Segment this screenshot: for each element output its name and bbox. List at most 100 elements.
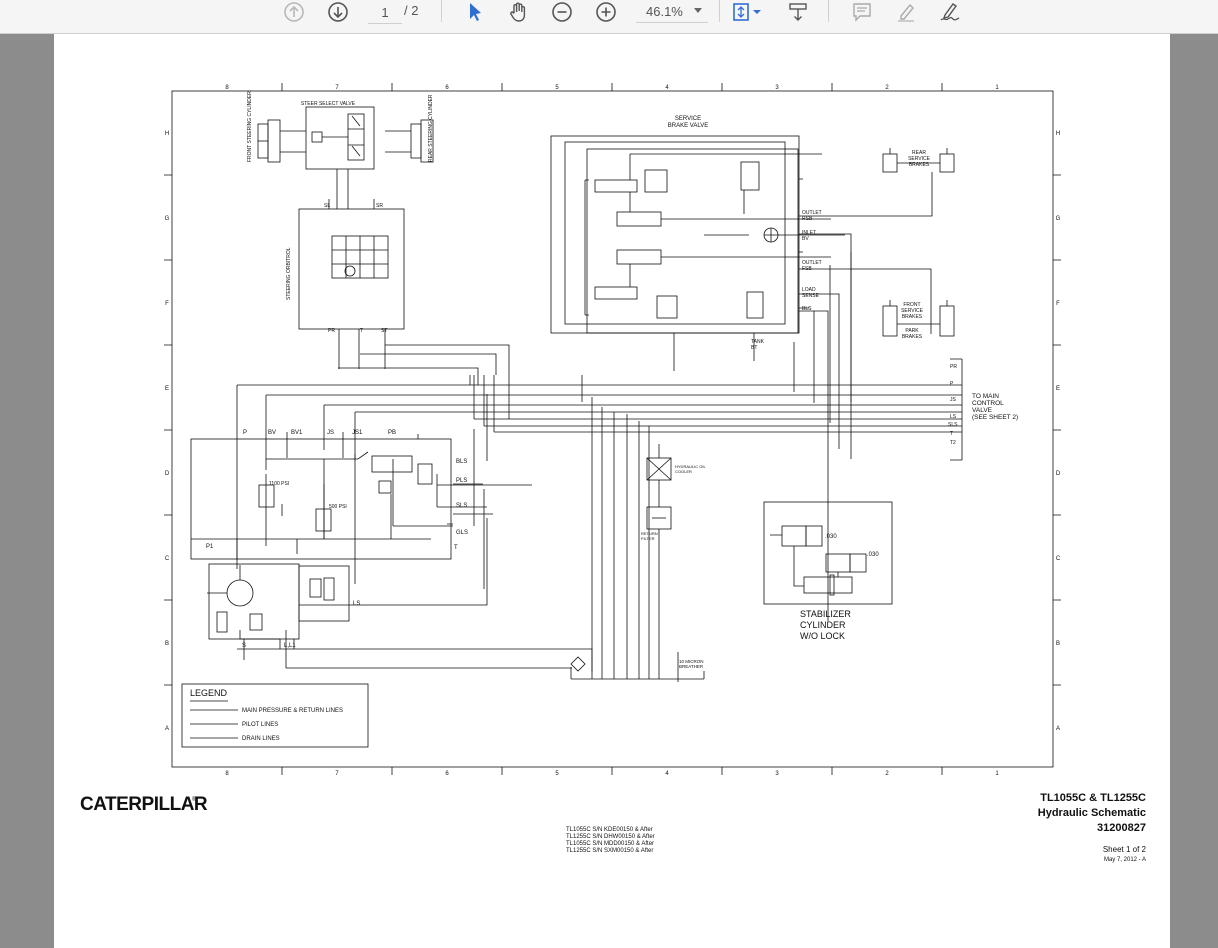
right-port-pr: PR [950,364,957,370]
model-title: TL1055C & TL1255C [1040,792,1146,804]
grid-col-7: 7 [335,85,339,91]
right-port-t: T [950,431,953,437]
port-pls: PLS [456,478,467,484]
page-down-icon[interactable] [326,0,350,24]
grid-row-d-right: D [1056,471,1061,477]
front-steering-cylinder-label: FRONT STEERING CYLINDER [247,91,253,162]
legend-item-drain: DRAIN LINES [242,736,280,742]
to-main-control-2: CONTROL [972,400,1004,407]
download-icon[interactable] [786,0,810,24]
serial-line-3: TL1055C S/N MDD00150 & After [566,841,654,847]
chevron-down-icon [694,8,702,13]
outlet-rsb-1: OUTLET [802,210,822,216]
port-st: ST [381,328,387,334]
hand-tool-icon[interactable] [506,0,530,24]
page-number-input[interactable] [368,1,402,24]
stabilizer-label-2: CYLINDER [800,620,846,630]
right-port-sls: SLS [948,422,958,428]
grid-row-e: E [165,386,169,392]
relief-1100-label: 1100 PSI [269,481,289,487]
sign-icon[interactable] [938,0,962,24]
grid-col-2: 2 [885,85,889,91]
schematic-title: Hydraulic Schematic [1038,807,1146,819]
document-viewer[interactable]: 8 7 6 5 4 3 2 1 8 7 6 5 4 3 2 1 H G F E [0,34,1218,948]
front-brakes-label-2: SERVICE [901,308,924,314]
pdf-toolbar: / 2 46.1% [0,0,1218,34]
zoom-out-icon[interactable] [550,0,574,24]
tank-label-1: TANK [751,339,765,345]
port-pb: PB [388,430,396,436]
grid-row-e-right: E [1056,386,1060,392]
grid-row-d: D [165,471,170,477]
port-js1: JS1 [352,430,363,436]
steering-orbitrol-label: STEERING ORBITROL [286,247,292,300]
grid-col-4: 4 [665,85,669,91]
grid-col-6: 6 [445,85,449,91]
grid-row-f-right: F [1056,301,1060,307]
front-brakes-label-1: FRONT [903,302,920,308]
port-t-orbitrol: T [360,328,363,334]
grid-row-h: H [165,131,169,137]
grid-row-b-right: B [1056,641,1060,647]
breather-label-2: BREATHER [679,664,704,669]
grid-col-1: 1 [995,85,999,91]
port-p: P [243,430,247,436]
legend-title: LEGEND [190,688,228,698]
bls-label: BLS [802,306,812,312]
right-port-t2: T2 [950,440,956,446]
hydraulic-schematic: 8 7 6 5 4 3 2 1 8 7 6 5 4 3 2 1 H G F E [80,83,1147,863]
service-brake-valve-label-1: SERVICE [675,116,701,122]
orifice-030-b: .030 [867,552,879,558]
grid-row-h-right: H [1056,131,1060,137]
grid-row-f: F [165,301,169,307]
grid-row-g-right: G [1056,216,1061,222]
grid-col-6-bottom: 6 [445,771,449,777]
document-number: 31200827 [1097,822,1146,834]
to-main-control-1: TO MAIN [972,393,999,400]
tank-label-2: BT [751,345,757,351]
load-sense-1: LOAD [802,287,816,293]
grid-row-g: G [165,216,170,222]
grid-col-1-bottom: 1 [995,771,999,777]
port-s: S [242,643,246,649]
fit-page-icon[interactable] [729,0,765,24]
grid-row-c: C [165,556,170,562]
steer-select-valve-label: STEER SELECT VALVE [301,101,356,107]
relief-500-label: 500 PSI [329,504,347,510]
port-bls: BLS [456,459,467,465]
port-sl: SL [324,203,330,209]
outlet-rsb-2: RSB [802,216,813,222]
legend-item-main: MAIN PRESSURE & RETURN LINES [242,708,343,714]
load-sense-2: SENSE [802,293,820,299]
grid-col-5-bottom: 5 [555,771,559,777]
port-js: JS [327,430,334,436]
highlight-icon[interactable] [894,0,918,24]
page-up-icon[interactable] [282,0,306,24]
right-port-ls: LS [950,414,957,420]
select-pointer-icon[interactable] [463,0,487,24]
port-p1: P1 [206,544,214,550]
rear-brakes-label-2: SERVICE [908,156,931,162]
port-pr: PR [328,328,335,334]
return-filter-label-1: RETURN [641,531,658,536]
cooler-label-1: HYDRAULIC OIL [675,464,706,469]
grid-row-c-right: C [1056,556,1061,562]
page-total: / 2 [404,3,419,18]
comment-icon[interactable] [850,0,874,24]
right-port-p: P [950,381,954,387]
park-brakes-label-1: PARK [905,328,919,334]
cooler-label-2: COOLER [675,469,692,474]
stabilizer-label-3: W/O LOCK [800,631,845,641]
port-t: T [454,545,458,551]
outlet-fsb-2: FSB [802,266,812,272]
serial-line-1: TL1055C S/N KDE00150 & After [566,827,653,833]
grid-row-b: B [165,641,169,647]
inlet-bv-1: INLET [802,230,816,236]
legend-item-pilot: PILOT LINES [242,722,278,728]
zoom-in-icon[interactable] [594,0,618,24]
zoom-select[interactable]: 46.1% [636,0,708,23]
park-brakes-label-2: BRAKES [902,334,923,340]
grid-row-a: A [165,726,169,732]
serial-line-4: TL1255C S/N SXM00150 & After [566,848,653,854]
serial-line-2: TL1255C S/N DHW00150 & After [566,834,655,840]
